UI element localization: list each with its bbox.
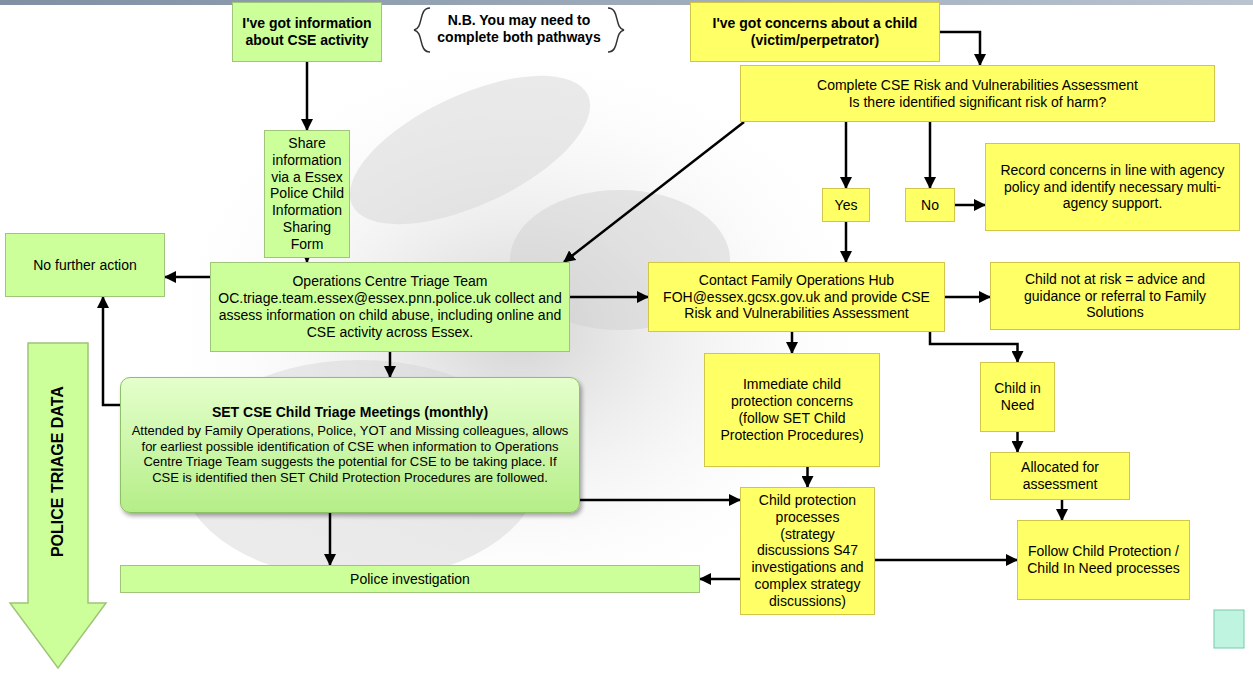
node-text: I've got information about CSE activity [239, 15, 375, 49]
connector-arrow [875, 559, 1017, 562]
process-box: Follow Child Protection / Child In Need … [1017, 520, 1190, 600]
process-box: Contact Family Operations Hub FOH@essex.… [648, 262, 945, 332]
brace [608, 8, 624, 52]
connector-arrow [329, 513, 332, 565]
connector-arrow [700, 578, 740, 581]
process-box: Complete CSE Risk and Vulnerabilities As… [740, 65, 1215, 122]
node-text: Share information via a Essex Police Chi… [268, 135, 346, 253]
connector-arrow [955, 204, 985, 207]
process-box: Child not at risk = advice and guidance … [990, 262, 1240, 330]
connector-arrow [165, 276, 210, 279]
process-box: I've got information about CSE activity [232, 2, 382, 62]
connector-arrow [791, 332, 794, 353]
node-text: Allocated for assessment [997, 459, 1123, 493]
connector-arrow [845, 122, 848, 188]
process-box: Share information via a Essex Police Chi… [264, 130, 350, 258]
process-box: Child in Need [980, 362, 1055, 432]
connector-arrow [103, 297, 120, 405]
triage-data-arrow [10, 343, 106, 668]
node-text: Child not at risk = advice and guidance … [997, 271, 1233, 321]
node-text: Operations Centre Triage Team OC.triage.… [217, 273, 563, 340]
node-text: Attended by Family Operations, Police, Y… [131, 423, 569, 485]
node-text: Is there identified significant risk of … [849, 94, 1107, 111]
connector-arrow [564, 122, 744, 262]
process-box: SET CSE Child Triage Meetings (monthly) A… [120, 377, 580, 513]
label-text: POLICE TRIAGE DATA [49, 386, 66, 557]
process-box: I've got concerns about a child (victim/… [690, 2, 940, 62]
arrow-label: POLICE TRIAGE DATA [48, 342, 67, 602]
node-text: Immediate child protection concerns (fol… [711, 376, 873, 443]
corner-square [1214, 610, 1244, 648]
top-bar [0, 0, 1253, 5]
node-text: SET CSE Child Triage Meetings (monthly) [212, 404, 488, 421]
process-box: Record concerns in line with agency poli… [985, 143, 1240, 231]
node-text: No [921, 197, 939, 214]
node-text: No further action [33, 257, 137, 274]
process-box: Police investigation [120, 565, 700, 593]
process-box: No further action [5, 233, 165, 297]
node-text: I've got concerns about a child (victim/… [697, 15, 933, 49]
label-text: N.B. You may need to complete both pathw… [437, 12, 600, 45]
node-text: Child protection processes (strategy dis… [747, 492, 868, 610]
process-box: Immediate child protection concerns (fol… [704, 353, 880, 467]
connector-arrow [806, 467, 809, 487]
connector-arrow [389, 352, 392, 377]
brace [414, 8, 430, 52]
node-text: Complete CSE Risk and Vulnerabilities As… [817, 77, 1138, 94]
node-text: Contact Family Operations Hub FOH@essex.… [655, 272, 938, 322]
process-box: Operations Centre Triage Team OC.triage.… [210, 262, 570, 352]
process-box: Child protection processes (strategy dis… [740, 487, 875, 615]
node-text: Follow Child Protection / Child In Need … [1024, 543, 1183, 577]
connector-arrow [940, 32, 980, 65]
process-box: No [905, 188, 955, 222]
connector-arrow [570, 296, 648, 299]
connector-arrow [306, 62, 309, 130]
node-text: Police investigation [350, 571, 470, 588]
process-box: Allocated for assessment [990, 452, 1130, 500]
connector-arrow [1061, 500, 1064, 520]
connector-arrow [929, 122, 932, 188]
connector-arrow [1016, 432, 1019, 452]
note-label: N.B. You may need to complete both pathw… [432, 12, 606, 46]
connector-arrow [580, 499, 740, 502]
node-text: Yes [835, 197, 858, 214]
connector-arrow [845, 222, 848, 262]
connector-arrow [930, 332, 1018, 362]
node-text: Record concerns in line with agency poli… [992, 162, 1233, 212]
node-text: Child in Need [987, 380, 1048, 414]
connector-arrow [945, 296, 990, 299]
process-box: Yes [822, 188, 870, 222]
